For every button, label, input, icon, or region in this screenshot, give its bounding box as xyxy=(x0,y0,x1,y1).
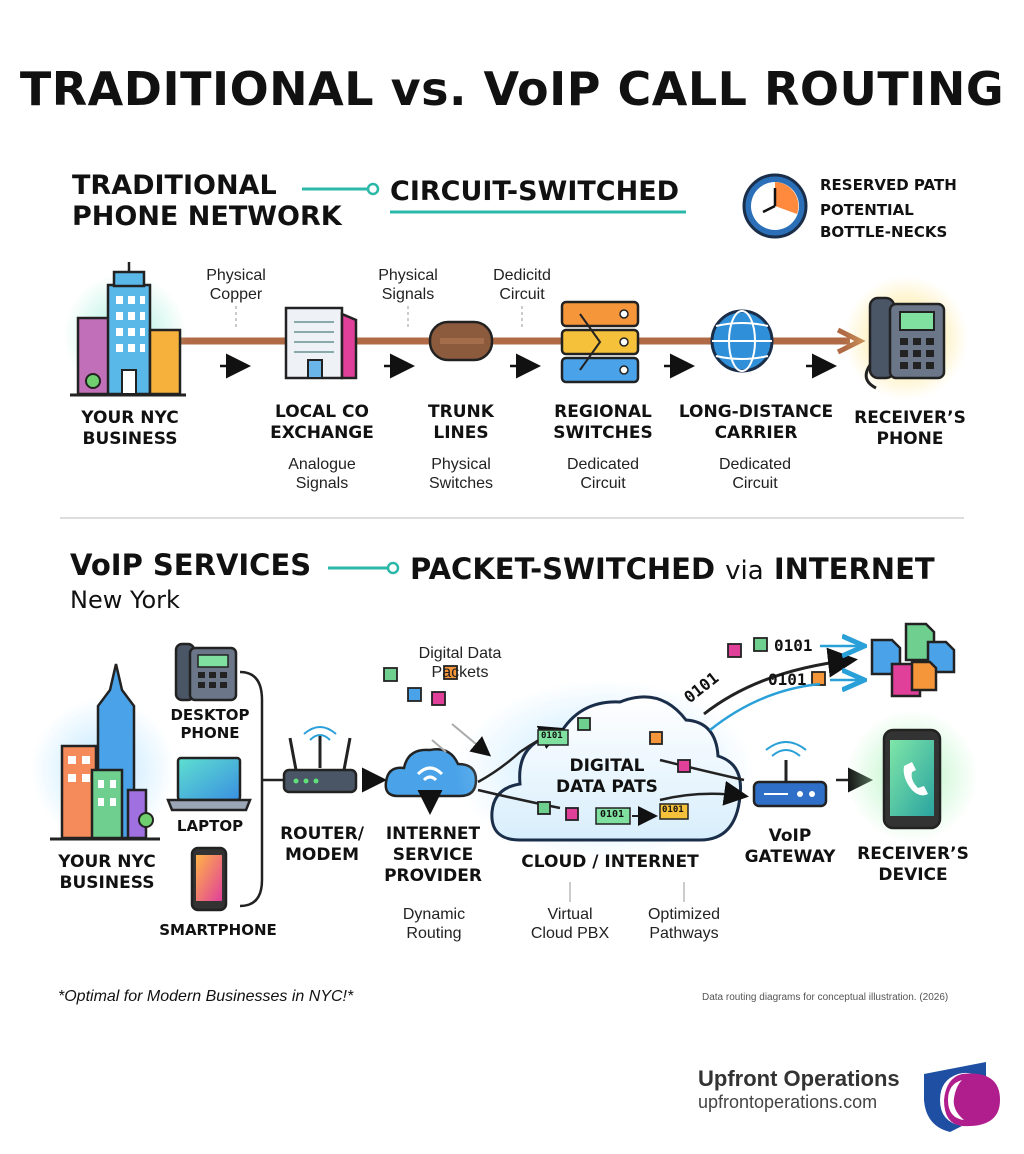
packet-switched-label: PACKET-SWITCHED via INTERNET xyxy=(410,552,935,586)
circuit-connector xyxy=(302,182,686,214)
packet-switched-text: PACKET-SWITCHED xyxy=(410,552,716,586)
cloud-internet-label: CLOUD / INTERNET xyxy=(521,852,699,872)
binary-chip-2: 0101 xyxy=(600,809,625,820)
internet-text: INTERNET xyxy=(773,552,935,586)
voip-location: New York xyxy=(70,586,180,614)
laptop-icon xyxy=(166,756,252,812)
circuit-switched-label: CIRCUIT-SWITCHED xyxy=(390,176,680,207)
router-icon xyxy=(282,726,358,794)
documents-icon xyxy=(870,622,956,698)
globe-icon xyxy=(710,309,774,373)
binary-out-1: 0101 xyxy=(774,636,813,655)
page-title: TRADITIONAL vs. VoIP CALL ROUTING xyxy=(19,62,1005,116)
skyscraper-icon xyxy=(31,663,175,842)
brand-logo-icon xyxy=(924,1062,1000,1132)
data-packets xyxy=(383,637,826,821)
voip-heading: VoIP SERVICES xyxy=(70,548,312,582)
via-text: via xyxy=(725,556,764,586)
legend-bottlenecks: BOTTLE-NECKS xyxy=(820,223,948,241)
router-modem-label: ROUTER/MODEM xyxy=(280,824,364,865)
legend-reserved-path: RESERVED PATH xyxy=(820,176,957,194)
binary-out-2: 0101 xyxy=(768,670,807,689)
legend-potential: POTENTIAL xyxy=(820,201,914,219)
clock-icon xyxy=(742,173,808,239)
binary-chip-1: 0101 xyxy=(541,731,563,741)
building-icon xyxy=(284,306,358,380)
device-smartphone: SMARTPHONE xyxy=(159,921,277,939)
mobile-call-icon xyxy=(846,710,978,842)
gateway-icon xyxy=(752,741,828,808)
traditional-heading-line1: TRADITIONAL xyxy=(72,170,277,201)
server-rack-icon xyxy=(560,300,640,384)
skyscraper-icon xyxy=(63,262,187,397)
desk-phone-icon xyxy=(844,276,968,400)
device-laptop: LAPTOP xyxy=(176,817,244,835)
brand-url[interactable]: upfrontoperations.com xyxy=(698,1092,878,1112)
footer-tagline: *Optimal for Modern Businesses in NYC!* xyxy=(58,988,354,1005)
traditional-heading: TRADITIONAL PHONE NETWORK xyxy=(72,170,342,232)
smartphone-icon xyxy=(190,846,228,912)
traditional-heading-line2: PHONE NETWORK xyxy=(72,201,342,232)
brand-name: Upfront Operations xyxy=(698,1066,900,1091)
binary-chip-3: 0101 xyxy=(662,805,684,815)
cable-icon xyxy=(428,320,494,362)
circuit-legend: RESERVED PATH POTENTIAL BOTTLE-NECKS xyxy=(820,174,957,243)
packet-connector xyxy=(328,561,400,575)
footer-disclaimer: Data routing diagrams for conceptual ill… xyxy=(702,992,949,1003)
desk-phone-icon xyxy=(174,642,238,702)
